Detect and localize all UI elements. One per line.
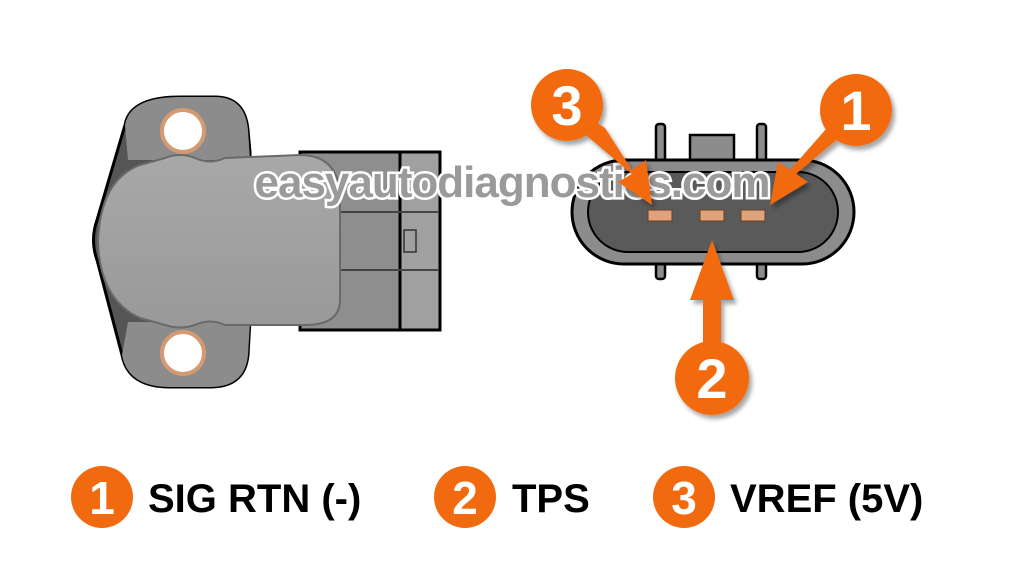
legend-number: 3: [671, 472, 697, 524]
legend-label: TPS: [512, 477, 590, 521]
pin-2: [699, 209, 725, 222]
lower-mount-hole: [160, 330, 206, 376]
callout-1: 1: [770, 74, 892, 205]
throttle-position-sensor: [92, 95, 442, 389]
arrow-1: [770, 120, 846, 205]
legend-item-sig-rtn: 1 SIG RTN (-): [71, 466, 361, 528]
callout-3: 3: [531, 69, 652, 205]
callout-number: 2: [696, 347, 727, 410]
connector-end-cap: [398, 150, 442, 332]
callout-number: 3: [551, 74, 582, 137]
legend-item-tps: 2 TPS: [434, 466, 590, 528]
legend-number: 2: [452, 472, 478, 524]
legend-label: VREF (5V): [730, 477, 923, 521]
watermark: easyautodiagnostics.com: [255, 158, 770, 207]
callout-number: 1: [840, 79, 871, 142]
sensor-cover: [96, 153, 341, 329]
arrow-2: [690, 240, 734, 350]
legend-item-vref: 3 VREF (5V): [653, 466, 923, 528]
legend-label: SIG RTN (-): [148, 477, 361, 521]
callout-2: 2: [675, 240, 749, 415]
connector-latch: [403, 229, 417, 253]
pin-1: [740, 209, 766, 222]
upper-mount-hole: [160, 108, 206, 154]
legend-number: 1: [89, 472, 115, 524]
arrow-3: [580, 118, 652, 205]
legend: 1 SIG RTN (-) 2 TPS 3 VREF (5V): [71, 466, 923, 528]
pin-3: [647, 209, 673, 222]
